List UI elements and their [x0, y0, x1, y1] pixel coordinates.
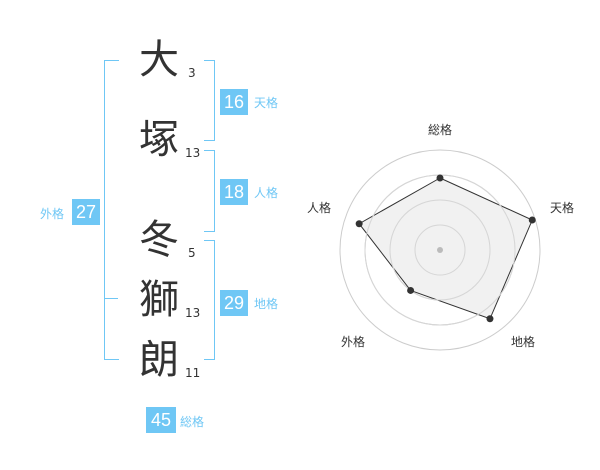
radar-axis-label-jinkaku: 人格 — [307, 201, 332, 215]
radar-point-5 — [355, 220, 363, 228]
radar-inner-ring-2 — [389, 199, 491, 301]
radar-point-3 — [486, 315, 494, 323]
radar-point-1 — [436, 174, 444, 182]
soukaku-label: 総格 — [180, 415, 205, 429]
gaikaku-value-badge: 27 — [72, 199, 100, 225]
stroke-count-3: 5 — [188, 246, 196, 260]
radar-center-dot — [437, 247, 443, 253]
radar-axis-label-chikaku: 地格 — [511, 335, 536, 349]
tenkaku-label: 天格 — [254, 96, 279, 110]
tenkaku-value-badge: 16 — [220, 89, 248, 115]
chikaku-value-badge: 29 — [220, 290, 248, 316]
stroke-count-4: 13 — [185, 306, 201, 320]
radar-axis-label-gaikaku: 外格 — [341, 335, 366, 349]
gaikaku-bracket — [104, 60, 119, 360]
radar-axis-label-soukaku: 総格 — [428, 123, 453, 137]
name-char-1: 大 — [139, 37, 179, 83]
tenkaku-bracket — [204, 60, 215, 141]
stroke-count-2: 13 — [185, 146, 201, 160]
radar-point-4 — [407, 286, 415, 294]
soukaku-value-badge: 45 — [146, 407, 176, 433]
stroke-count-1: 3 — [188, 66, 196, 80]
chikaku-bracket — [204, 240, 215, 360]
name-char-5: 朗 — [139, 337, 179, 383]
name-char-2: 塚 — [139, 117, 179, 163]
stroke-count-5: 11 — [185, 366, 201, 380]
chikaku-label: 地格 — [254, 297, 279, 311]
radar-point-2 — [528, 216, 536, 224]
radar-grid-ring-4 — [339, 149, 541, 351]
radar-inner-ring-1 — [414, 224, 466, 276]
gaikaku-bracket-mid-tick — [104, 298, 118, 299]
name-char-4: 獅 — [139, 277, 179, 323]
jinkaku-value-badge: 18 — [220, 179, 248, 205]
jinkaku-label: 人格 — [254, 186, 279, 200]
gaikaku-label: 外格 — [40, 207, 65, 221]
jinkaku-bracket — [204, 150, 215, 232]
name-char-3: 冬 — [139, 217, 179, 263]
radar-axis-label-tenkaku: 天格 — [550, 201, 575, 215]
